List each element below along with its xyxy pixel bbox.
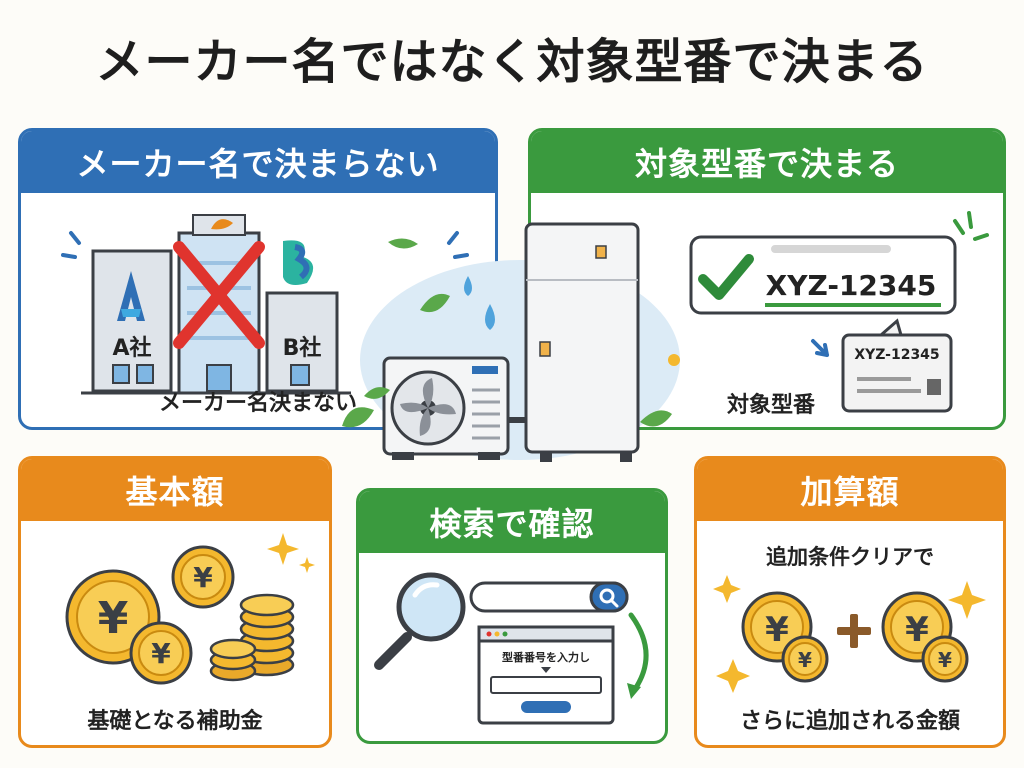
- svg-text:¥: ¥: [798, 648, 812, 672]
- company-a-label: A社: [112, 335, 151, 361]
- magnifier-icon: [374, 572, 466, 670]
- addon-caption: さらに追加される金額: [739, 709, 960, 734]
- yen-coin-icon: ¥: [129, 621, 193, 685]
- model-illustration: XYZ-12345 XYZ-12345: [689, 211, 989, 413]
- maker-illustration: A社 B社: [61, 214, 469, 395]
- plus-icon: [837, 614, 871, 648]
- company-b-building: [265, 291, 339, 393]
- page-title: メーカー名ではなく対象型番で決まる: [95, 34, 929, 90]
- addon-coins-illustration: ¥ ¥ ¥ ¥: [713, 575, 986, 693]
- search-illustration: 型番番号を入力し: [374, 572, 649, 725]
- model-panel-heading: 対象型番で決まる: [531, 131, 1003, 193]
- svg-text:¥: ¥: [938, 648, 952, 672]
- water-heater-tank-icon: [524, 222, 640, 462]
- svg-text:¥: ¥: [905, 610, 929, 650]
- maker-name-panel: メーカー名で決まらない: [18, 128, 498, 430]
- attention-mark-icon: [61, 231, 469, 259]
- svg-text:¥: ¥: [98, 593, 129, 644]
- maker-panel-heading: メーカー名で決まらない: [21, 131, 495, 193]
- cross-icon: [173, 241, 265, 349]
- model-number-text: XYZ-12345: [766, 269, 937, 302]
- company-b-label: B社: [283, 335, 322, 361]
- yen-coin-icon: ¥: [171, 545, 235, 609]
- yen-coin-icon: ¥: [921, 635, 969, 683]
- water-drop-icon: [464, 276, 495, 330]
- search-icon: [599, 588, 619, 608]
- svg-text:¥: ¥: [193, 561, 213, 594]
- sparkle-icon: [267, 533, 315, 573]
- label-model-number-text: XYZ-12345: [854, 347, 939, 363]
- base-caption: 基礎となる補助金: [87, 709, 263, 734]
- sparkle-dot: [668, 354, 680, 366]
- yen-coin-icon: ¥: [781, 635, 829, 683]
- svg-text:¥: ¥: [151, 637, 171, 670]
- company-a-logo-icon: [117, 271, 145, 321]
- addon-amount-panel: 加算額 追加条件クリアで ¥ ¥ ¥ ¥: [694, 456, 1006, 748]
- model-caption: 対象型番: [726, 393, 815, 418]
- check-icon: [698, 254, 754, 300]
- heat-pump-unit-icon: [382, 356, 526, 460]
- label-card: XYZ-12345: [841, 318, 953, 413]
- pointer-arrow-icon: [811, 339, 829, 357]
- maker-caption: メーカー名決まない: [158, 391, 357, 416]
- search-bar: [469, 581, 629, 613]
- company-a-building: [91, 249, 173, 393]
- attention-mark-icon: [953, 211, 989, 241]
- base-amount-panel: 基本額 ¥ ¥ ¥: [18, 456, 332, 748]
- svg-text:¥: ¥: [765, 610, 789, 650]
- search-panel-heading: 検索で確認: [359, 491, 665, 553]
- search-panel: 検索で確認 型番番号を入力し: [356, 488, 668, 744]
- addon-subtitle: 追加条件クリアで: [766, 545, 934, 569]
- sparkle-icon: [713, 575, 986, 693]
- curved-arrow-icon: [628, 612, 649, 692]
- company-b-logo-icon: [283, 240, 314, 285]
- model-number-card: [689, 235, 957, 315]
- addon-panel-heading: 加算額: [697, 459, 1003, 521]
- center-illustration: [342, 222, 680, 462]
- base-panel-heading: 基本額: [21, 459, 329, 521]
- base-coins-illustration: ¥ ¥ ¥: [65, 533, 315, 685]
- search-form-window: 型番番号を入力し: [477, 625, 615, 725]
- leaf-icon: [342, 238, 672, 428]
- coin-stack-icon: [209, 593, 295, 682]
- form-prompt-text: 型番番号を入力し: [502, 650, 590, 664]
